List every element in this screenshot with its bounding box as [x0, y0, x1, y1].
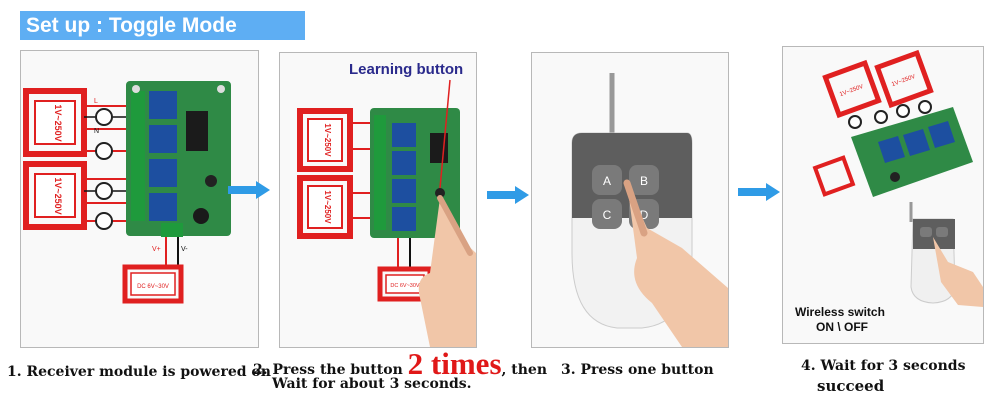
remote-button-d: D — [640, 208, 649, 222]
ac-voltage-label: 1V~250V — [891, 74, 916, 88]
panel-remote-press: A B C D — [531, 52, 729, 348]
lamp-icons — [95, 108, 113, 230]
ac-voltage-label: 1V~250V — [839, 84, 864, 98]
title-banner: Set up : Toggle Mode — [20, 11, 305, 40]
terminal-n-label: N — [94, 128, 99, 135]
pointing-hand-icon — [418, 195, 476, 347]
receiver-pcb — [851, 107, 973, 197]
ac-power-box-bottom: 1V~250V — [23, 161, 87, 230]
ac-power-box-top: 1V~250V — [822, 59, 882, 119]
step-2-caption-line2: Wait for about 3 seconds. — [272, 376, 472, 392]
learning-button-label: Learning button — [349, 61, 464, 78]
learning-diagram: 1V~250V 1V~250V — [297, 79, 476, 347]
remote-button-b: B — [640, 174, 648, 188]
arrow-right-icon — [487, 186, 529, 204]
dc-voltage-label: DC 6V~30V — [137, 284, 169, 290]
dc-power-box: DC 6V~30V — [122, 264, 184, 304]
ac-power-box-bottom: 1V~250V — [874, 49, 934, 109]
arrow-right-icon — [228, 181, 270, 199]
ac-power-box-top: 1V~250V — [297, 108, 353, 172]
step-1-caption: 1. Receiver module is powered on — [7, 364, 271, 380]
learning-button-icon — [435, 188, 445, 198]
on-off-label: ON \ OFF — [816, 320, 868, 334]
receiver-pcb — [370, 108, 460, 238]
ac-voltage-label: 1V~250V — [53, 104, 63, 141]
step-2-suffix: , then — [501, 362, 547, 378]
ac-power-box-top: 1V~250V — [23, 88, 87, 157]
terminal-l-label: L — [94, 98, 98, 105]
receiver-pcb — [126, 81, 231, 237]
page-title: Set up : Toggle Mode — [26, 14, 237, 37]
dc-power-box — [812, 155, 856, 197]
step-3-caption: 3. Press one button — [561, 362, 714, 378]
ac-power-box-bottom: 1V~250V — [297, 175, 353, 239]
step-2-prefix: 2. Press the button — [253, 362, 403, 378]
panel-learning-button: 1V~250V 1V~250V — [279, 52, 477, 348]
dc-voltage-label: DC 6V~30V — [390, 283, 420, 289]
step-2-caption: 2. Press the button 2 times, then — [253, 346, 547, 382]
learning-pointer-line — [439, 79, 451, 189]
wireless-switch-label: Wireless switch — [795, 305, 885, 319]
dc-minus-label: V- — [181, 246, 188, 253]
remote-button-c: C — [603, 208, 612, 222]
remote-diagram: A B C D — [571, 73, 728, 347]
pointing-hand-icon — [623, 179, 728, 347]
success-diagram: 1V~250V 1V~250V — [812, 49, 983, 307]
arrow-right-icon — [738, 183, 780, 201]
ac-voltage-label: 1V~250V — [53, 177, 63, 214]
ac-voltage-label: 1V~250V — [323, 190, 332, 224]
pointing-hand-icon — [933, 237, 983, 307]
dc-plus-label: V+ — [152, 246, 161, 253]
panel-success: 1V~250V 1V~250V — [782, 46, 984, 344]
ac-voltage-label: 1V~250V — [323, 123, 332, 157]
panel-receiver-powered: 1V~250V 1V~250V L N — [20, 50, 259, 348]
step-4-caption-line2: succeed — [817, 377, 885, 395]
step-4-caption-line1: 4. Wait for 3 seconds — [801, 358, 966, 374]
receiver-module-diagram: 1V~250V 1V~250V L N — [23, 81, 231, 304]
step-2-highlight: 2 times — [407, 346, 502, 381]
lamp-icons — [848, 100, 932, 129]
remote-button-a: A — [603, 174, 611, 188]
